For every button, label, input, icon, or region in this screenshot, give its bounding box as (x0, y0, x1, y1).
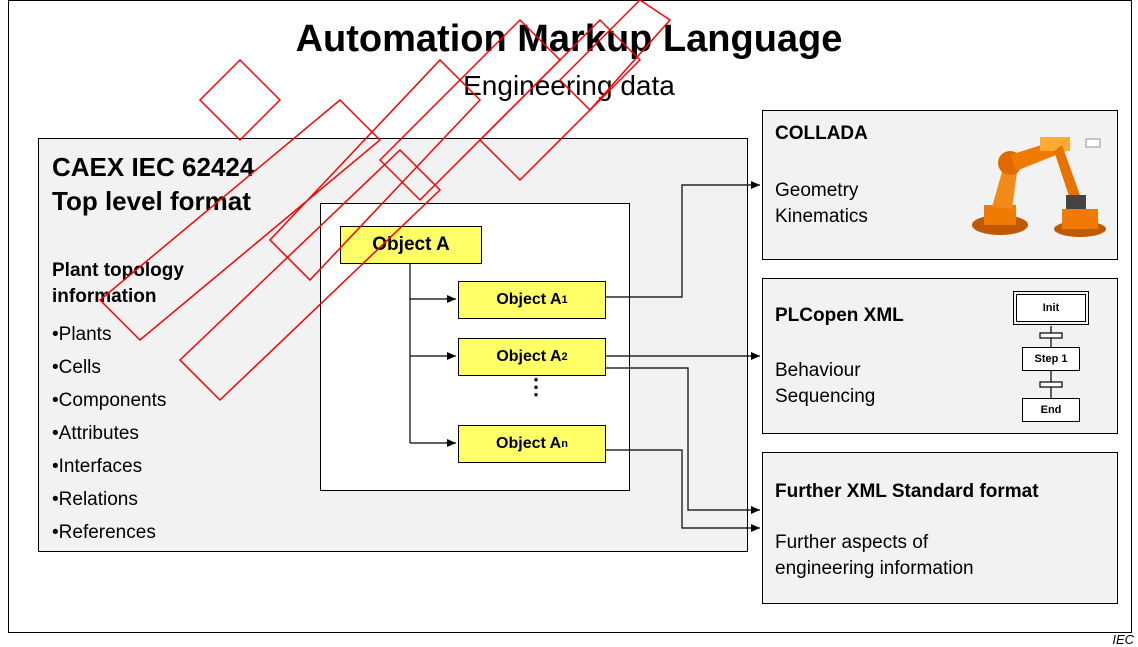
bullet-item: •Relations (52, 489, 138, 510)
collada-line2: Kinematics (775, 206, 868, 227)
arrow-an-further (606, 449, 760, 532)
bullet-item: •References (52, 522, 156, 543)
object-a2-label: Object A (496, 348, 562, 365)
caex-title-line1: CAEX IEC 62424 (52, 152, 255, 182)
collada-title: COLLADA (775, 123, 868, 144)
sfc-step-1: Step 1 (1022, 347, 1080, 371)
diagram-subtitle: Engineering data (463, 70, 675, 101)
sfc-init-step: Init (1013, 291, 1089, 325)
bullet-item: •Interfaces (52, 456, 143, 477)
collada-text: Geometry Kinematics (775, 178, 868, 230)
collada-line1: Geometry (775, 180, 859, 201)
caex-title: CAEX IEC 62424 Top level format (52, 150, 254, 218)
arrow-a1-collada (606, 181, 760, 298)
further-line2: engineering information (775, 558, 974, 579)
arrow-a2-further (606, 367, 760, 514)
further-xml-title: Further XML Standard format (775, 481, 1039, 502)
bullet-item: •Plants (52, 324, 112, 345)
object-an-subscript: n (561, 438, 568, 450)
object-a-box: Object A (340, 226, 482, 264)
further-line1: Further aspects of (775, 532, 929, 553)
bullet-item: •Attributes (52, 423, 139, 444)
object-an-label: Object A (496, 435, 562, 452)
watermark-outline (98, 0, 672, 402)
sfc-end-step: End (1022, 398, 1080, 422)
caex-bullet-list: •Plants •Cells •Components •Attributes •… (52, 318, 166, 549)
further-xml-box (762, 452, 1118, 604)
diagram-title: Automation Markup Language (295, 18, 843, 60)
plcopen-line2: Sequencing (775, 386, 876, 407)
plcopen-text: Behaviour Sequencing (775, 358, 875, 410)
sfc-transition-2 (1039, 381, 1063, 388)
plcopen-line1: Behaviour (775, 360, 861, 381)
iec-credit: IEC (1112, 632, 1134, 647)
object-a1-subscript: 1 (561, 294, 568, 306)
further-xml-text: Further aspects of engineering informati… (775, 530, 974, 582)
collada-box (762, 110, 1118, 260)
robot-arm-icon (972, 137, 1106, 237)
sfc-transition-1 (1039, 332, 1063, 339)
bullet-item: •Components (52, 390, 167, 411)
object-a2-subscript: 2 (561, 351, 568, 363)
diagram-frame (8, 0, 1132, 633)
object-a1-label: Object A (496, 291, 562, 308)
plant-line1: Plant topology (52, 260, 184, 281)
bullet-item: •Cells (52, 357, 101, 378)
plcopen-title: PLCopen XML (775, 305, 904, 326)
